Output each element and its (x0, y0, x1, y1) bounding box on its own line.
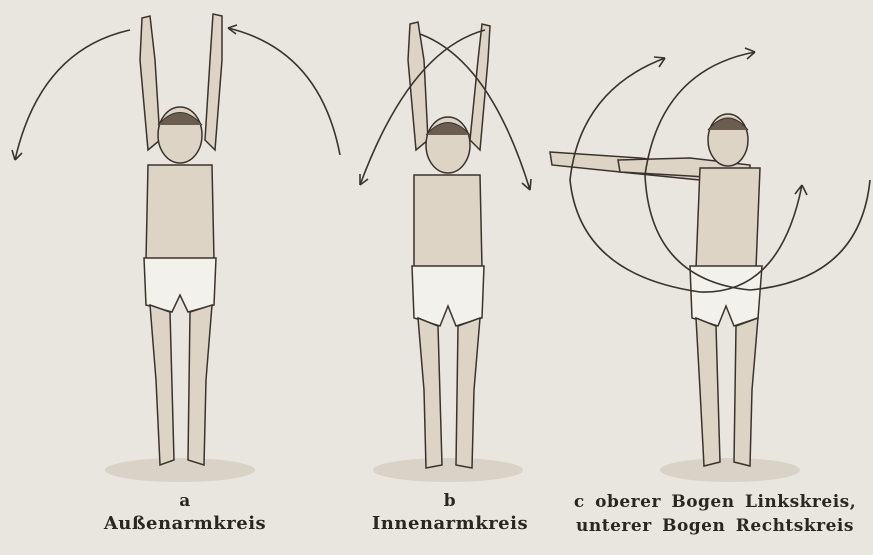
shorts (690, 266, 762, 326)
left-arm (140, 16, 160, 150)
caption-a: a Außenarmkreis (90, 490, 280, 536)
floor-shadow (660, 458, 800, 482)
caption-a-name: Außenarmkreis (90, 512, 280, 536)
torso (696, 168, 760, 268)
caption-c-line-1: c oberer Bogen Linkskreis, (560, 490, 870, 514)
shorts (412, 266, 484, 326)
caption-b-letter: b (355, 490, 545, 512)
floor-shadow (105, 458, 255, 482)
caption-b: b Innenarmkreis (355, 490, 545, 536)
figure-a-drawing (0, 0, 290, 490)
right-leg (734, 318, 758, 466)
caption-c-text-1: oberer Bogen Linkskreis, (595, 492, 856, 512)
left-leg (418, 318, 442, 468)
caption-c: c oberer Bogen Linkskreis, unterer Bogen… (560, 490, 870, 538)
torso (414, 175, 482, 268)
right-arm (205, 14, 222, 150)
floor-shadow (373, 458, 523, 482)
arc-left (15, 30, 130, 160)
figure-b-drawing (290, 0, 580, 490)
caption-c-line-2: unterer Bogen Rechtskreis (560, 514, 870, 538)
left-leg (150, 305, 174, 465)
left-leg (696, 318, 720, 466)
shorts (144, 258, 216, 312)
right-leg (456, 318, 480, 468)
hair (708, 118, 748, 130)
caption-c-letter: c (574, 492, 585, 512)
caption-a-letter: a (90, 490, 280, 512)
figure-b-inner-arm-circle (290, 0, 580, 490)
torso (146, 165, 214, 260)
right-leg (188, 305, 212, 465)
figure-a-outer-arm-circle (0, 0, 290, 490)
figure-c-drawing (540, 0, 873, 490)
figure-c-upper-lower-arc (540, 0, 873, 490)
caption-b-name: Innenarmkreis (355, 512, 545, 536)
right-arm (470, 24, 490, 150)
